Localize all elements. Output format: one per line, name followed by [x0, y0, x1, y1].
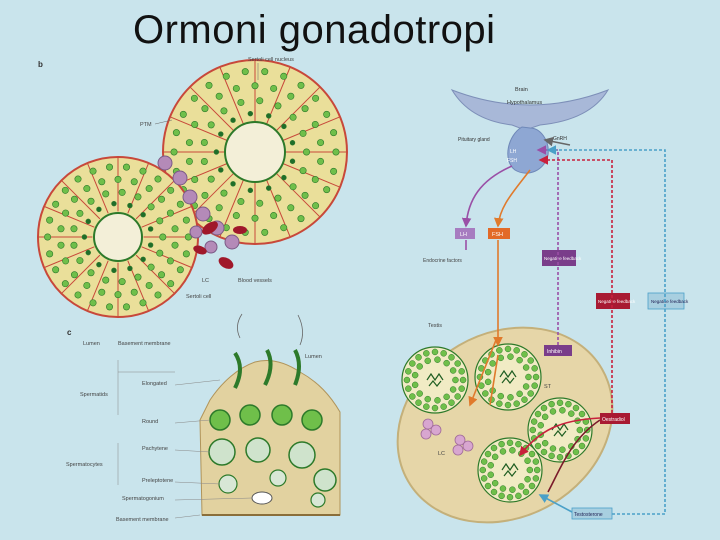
neg-feedback-1-label: Negative feedback — [544, 256, 582, 261]
label-pituitary: Pituitary gland — [458, 137, 490, 143]
hypothalamus-shape — [450, 89, 610, 131]
label-testis: Testis — [428, 323, 442, 329]
testis-leydig-cells — [420, 418, 474, 456]
label-preleptotene: Preleptotene — [142, 478, 173, 484]
label-lc: LC — [202, 278, 209, 284]
label-sertoli-nucleus: Sertoli cell nucleus — [248, 57, 294, 63]
panel-b-letter: b — [38, 60, 43, 69]
inhibin-box — [544, 345, 572, 356]
inhibin-label: Inhibin — [547, 349, 562, 355]
tubule-lower — [37, 156, 199, 318]
label-spermatocytes: Spermatocytes — [66, 462, 103, 468]
label-endocrine: Endocrine factors — [423, 258, 462, 264]
blood-vessels — [193, 221, 247, 269]
label-elongated: Elongated — [142, 381, 167, 387]
fsh-box — [488, 228, 510, 239]
label-fsh-small: FSH — [507, 158, 517, 164]
axis-arrows — [461, 136, 666, 515]
label-brain: Brain — [515, 87, 528, 93]
oestradiol-box — [600, 413, 630, 424]
sertoli-column — [199, 359, 341, 516]
testis — [396, 326, 614, 524]
label-basement-top: Basement membrane — [118, 341, 171, 347]
pituitary-gland — [507, 126, 549, 174]
label-pachytene: Pachytene — [142, 446, 168, 452]
fsh-box-label: FSH — [492, 232, 503, 238]
label-st: ST — [544, 384, 552, 390]
label-hypothalamus: Hypothalamus — [507, 100, 542, 106]
label-ptm: PTM — [140, 122, 152, 128]
label-sertoli-cell: Sertoli cell — [186, 294, 211, 300]
label-spermatogonium: Spermatogonium — [122, 496, 164, 502]
elongated-spermatids — [233, 313, 303, 389]
slide-title: Ormoni gonadotropi — [133, 8, 496, 52]
round-spermatids — [209, 404, 323, 431]
testosterone-label: Testosterone — [574, 512, 603, 518]
leader-ptm — [154, 119, 173, 125]
label-testis-lc: LC — [438, 451, 445, 457]
panel-c-letter: c — [67, 328, 72, 337]
neg-feedback-3-label: Negative feedback — [651, 299, 689, 304]
label-lumen-left: Lumen — [83, 341, 100, 347]
spermatogonium — [251, 491, 273, 505]
hpg-axis: Brain Hypothalamus Pituitary gland GnRH … — [396, 87, 689, 524]
label-lumen-right: Lumen — [305, 354, 322, 360]
preleptotene-spermatocytes — [218, 469, 326, 508]
lh-box — [455, 228, 475, 239]
oestradiol-label: Oestradiol — [602, 417, 625, 423]
neg-feedback-box-1 — [542, 250, 576, 266]
neg-feedback-2-label: Negative feedback — [598, 299, 636, 304]
label-blood-vessels: Blood vessels — [238, 278, 272, 284]
neg-feedback-box-3 — [647, 292, 685, 310]
label-brackets — [117, 360, 253, 519]
panel-c: c Lumen Basement membrane — [66, 313, 341, 523]
pachytene-spermatocytes — [208, 437, 337, 492]
neg-feedback-box-2 — [596, 293, 630, 309]
tubule-upper — [162, 59, 348, 245]
panel-b: b Sertoli cell nucleus PT — [37, 57, 348, 318]
label-gnrh: GnRH — [553, 136, 567, 142]
label-spermatids: Spermatids — [80, 392, 108, 398]
label-round: Round — [142, 419, 158, 425]
lh-box-label: LH — [460, 232, 467, 238]
label-basement-bottom: Basement membrane — [116, 517, 169, 523]
label-lh-small: LH — [510, 149, 517, 155]
